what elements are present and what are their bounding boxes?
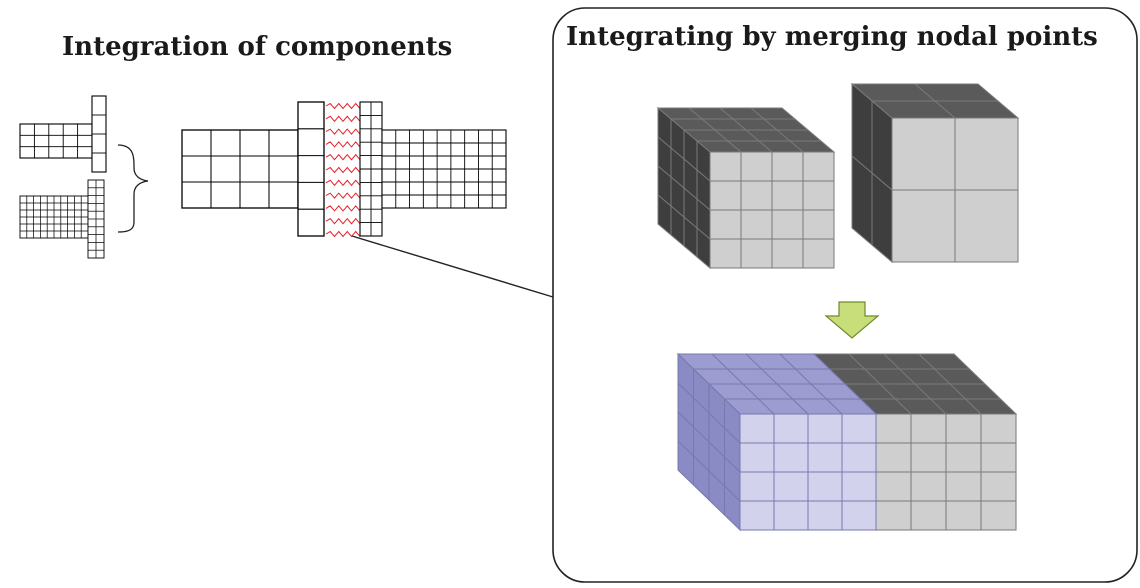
down-arrow-icon	[824, 301, 880, 339]
spring-line	[325, 102, 361, 110]
combined-mesh-fine	[359, 101, 507, 237]
spring-line	[325, 230, 361, 238]
combined-mesh-coarse	[181, 101, 325, 237]
component-mesh-fine	[19, 179, 105, 259]
spring-line	[325, 153, 361, 161]
spring-line	[325, 166, 361, 174]
coarse-body-grid	[19, 123, 93, 159]
spring-line	[325, 205, 361, 212]
callout-line	[351, 235, 554, 298]
spring-line	[325, 128, 361, 135]
brace	[117, 144, 149, 233]
right-panel-title: Integrating by merging nodal points	[566, 22, 1098, 52]
fine-mesh-cube	[656, 106, 836, 270]
left-panel-title: Integration of components	[62, 32, 453, 62]
spring-line	[325, 115, 361, 123]
right-panel-frame	[552, 7, 1138, 583]
spring-line	[325, 179, 361, 187]
combined-coarse-flange	[297, 101, 325, 237]
coarse-mesh-cube	[850, 82, 1020, 264]
merged-mesh-block	[676, 352, 1018, 532]
spring-line	[325, 192, 361, 199]
spring-line	[325, 217, 361, 225]
spring-line	[325, 141, 361, 148]
spring-connectors	[325, 102, 361, 238]
component-mesh-coarse	[19, 95, 107, 173]
